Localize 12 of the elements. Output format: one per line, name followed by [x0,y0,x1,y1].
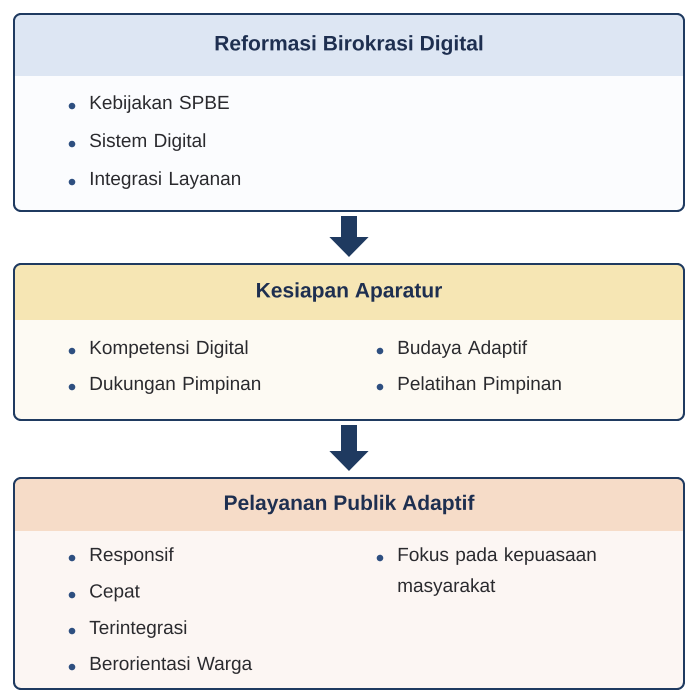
bullet-item: Berorientasi Warga [68,656,252,674]
bullet-item: Pelatihan Pimpinan [376,376,561,394]
bullet-item: Kebijakan SPBE [68,95,229,113]
bullet-item: Dukungan Pimpinan [68,376,260,394]
bullet-item: Cepat [68,584,140,602]
bullet-item: Budaya Adaptif [376,340,528,358]
bullet-item: Integrasi Layanan [68,171,240,189]
bullet-item: Responsif [68,547,174,565]
bullet-item: Fokus pada kepuasaan masyarakat [376,547,596,596]
bullet-item: Terintegrasi [68,620,186,638]
bullet-item: Kompetensi Digital [68,340,248,358]
bullet-item: Sistem Digital [68,133,206,151]
